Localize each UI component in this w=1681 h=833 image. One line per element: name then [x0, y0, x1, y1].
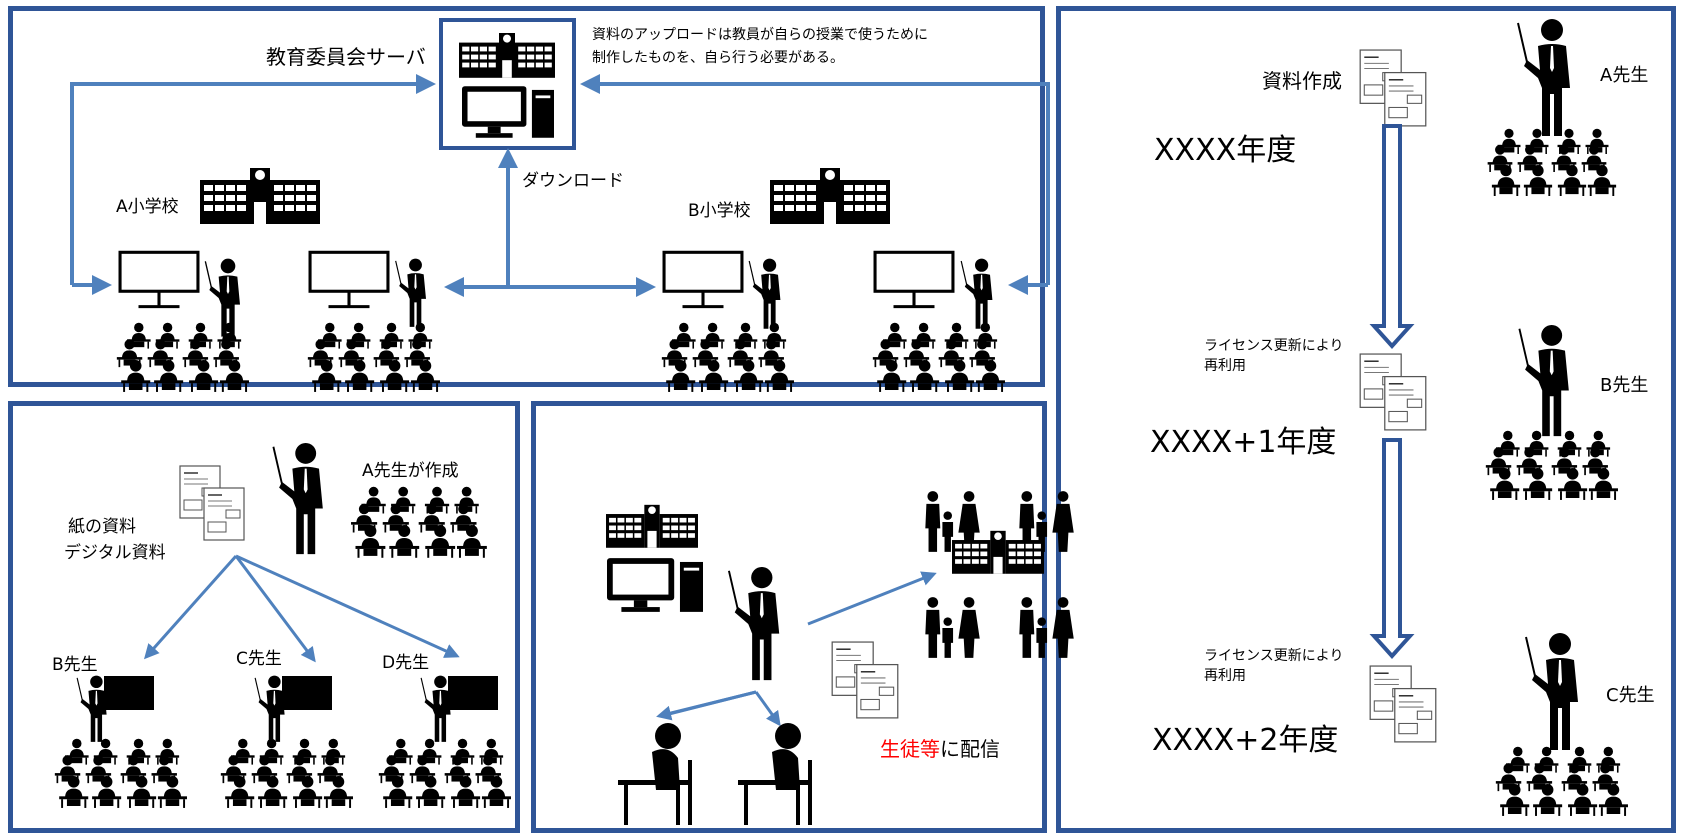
classroom-a1 — [117, 250, 249, 392]
document-icon — [1359, 353, 1427, 431]
year-label-2: XXXX+2年度 — [1152, 723, 1339, 758]
license-teacher-a: A先生 — [1600, 65, 1649, 86]
creator-label: A先生が作成 — [362, 461, 459, 481]
teacher-with-pointer-icon — [204, 258, 241, 338]
electronic-whiteboard-icon — [118, 250, 200, 309]
student-desk-1 — [618, 723, 692, 825]
teacher-with-pointer-icon — [748, 258, 782, 330]
distribute-label: 生徒等に配信 — [880, 738, 1000, 761]
blackboard-icon — [448, 676, 498, 710]
school-b-label: B小学校 — [688, 201, 751, 221]
reuse-label-1-line2: 再利用 — [1204, 358, 1246, 374]
material-label-line1: 紙の資料 — [68, 517, 136, 537]
document-icon — [831, 641, 899, 719]
teacher-with-pointer-icon — [76, 674, 108, 743]
teacher-with-pointer-icon — [960, 258, 994, 330]
reuse-label-1-line1: ライセンス更新により — [1204, 338, 1344, 354]
school-building-icon — [606, 504, 698, 548]
blackboard-icon — [104, 676, 154, 710]
teacher-with-pointer-icon — [272, 442, 325, 556]
electronic-whiteboard-icon — [308, 250, 390, 309]
teacher-with-pointer-icon — [1524, 632, 1580, 752]
classroom-a2 — [308, 250, 440, 392]
document-icon — [1369, 665, 1437, 743]
year-label-0: XXXX年度 — [1154, 133, 1297, 168]
year-label-1: XXXX+1年度 — [1150, 425, 1337, 460]
download-label: ダウンロード — [522, 171, 624, 191]
reuse-label-2-line1: ライセンス更新により — [1204, 648, 1344, 664]
school-a-label: A小学校 — [116, 197, 179, 217]
student-desk-icon — [1488, 129, 1616, 196]
recipients-rest: に配信 — [940, 737, 1000, 761]
document-icon — [1359, 49, 1427, 127]
material-label-line2: デジタル資料 — [64, 543, 166, 563]
student-desk-icon — [308, 323, 440, 392]
upload-note-line2: 制作したものを、自ら行う必要がある。 — [592, 50, 844, 66]
classroom-b-teacher — [55, 674, 187, 808]
teacher-with-pointer-icon — [727, 566, 781, 682]
student-desk-icon — [662, 323, 794, 392]
student-desk-icon — [351, 487, 487, 558]
distribution-arrows — [656, 571, 937, 727]
server-box — [439, 18, 576, 150]
family-icon — [1019, 597, 1074, 658]
classroom-b2 — [873, 250, 1005, 392]
student-desk-icon — [55, 739, 187, 808]
school-building-icon — [200, 168, 320, 224]
electronic-whiteboard-icon — [873, 250, 955, 309]
classroom-d-teacher — [379, 674, 511, 808]
student-desk-icon — [1496, 747, 1628, 816]
teacher-with-pointer-icon — [254, 674, 286, 743]
student-desk-icon — [379, 739, 511, 808]
classroom-b1 — [662, 250, 794, 392]
student-desk-icon — [1486, 431, 1618, 500]
recipients-highlight: 生徒等 — [880, 737, 940, 761]
license-teacher-c: C先生 — [1606, 685, 1655, 706]
teacher-with-pointer-icon — [394, 258, 427, 328]
upload-note-line1: 資料のアップロードは教員が自らの授業で使うために — [592, 27, 928, 43]
teacher-with-pointer-icon — [420, 674, 452, 743]
teacher-d-label: D先生 — [382, 653, 430, 673]
teacher-with-pointer-icon — [1516, 18, 1572, 138]
document-icon — [179, 465, 245, 541]
teacher-with-pointer-icon — [1518, 324, 1571, 438]
student-desk-icon — [873, 323, 1005, 392]
school-building-icon — [770, 168, 890, 224]
upload-arrows — [70, 74, 1050, 297]
computer-icon — [607, 558, 703, 612]
blackboard-icon — [282, 676, 332, 710]
family-icon — [925, 597, 980, 658]
classroom-c-teacher — [221, 674, 353, 808]
sharing-arrows — [144, 554, 460, 663]
teacher-c-label: C先生 — [236, 649, 282, 669]
student-desk-icon — [117, 323, 249, 392]
student-desk-icon — [221, 739, 353, 808]
create-label: 資料作成 — [1262, 69, 1342, 93]
panel-distribution — [531, 401, 1047, 833]
student-desk-2 — [738, 723, 812, 825]
year-arrow-2 — [1369, 438, 1415, 659]
reuse-label-2-line2: 再利用 — [1204, 668, 1246, 684]
electronic-whiteboard-icon — [662, 250, 744, 309]
license-teacher-b: B先生 — [1600, 375, 1649, 396]
year-arrow-1 — [1369, 124, 1415, 349]
teacher-b-label: B先生 — [52, 655, 98, 675]
server-label: 教育委員会サーバ — [266, 45, 426, 69]
